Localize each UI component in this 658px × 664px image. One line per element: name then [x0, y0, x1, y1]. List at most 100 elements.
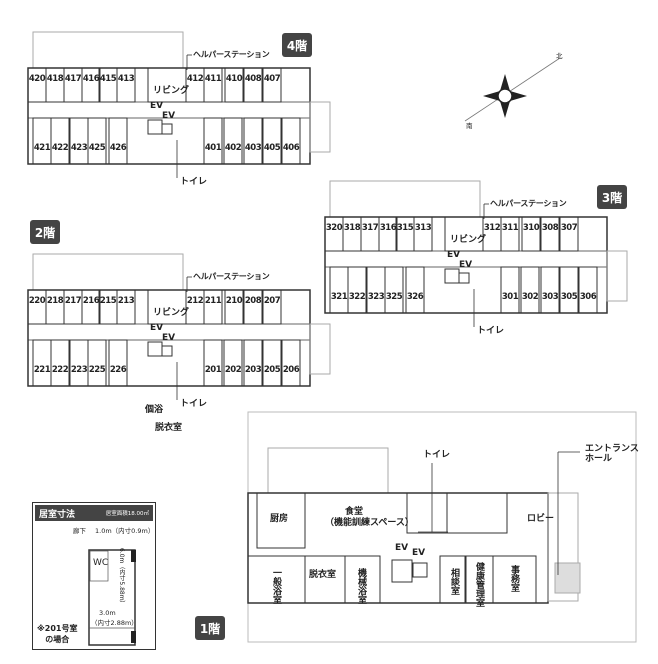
room — [223, 117, 243, 165]
elevator — [412, 562, 428, 578]
room — [108, 117, 128, 165]
room-number: 322 — [348, 292, 366, 302]
machine-bath — [344, 555, 381, 604]
dining-sub-label: （機能訓練スペース） — [325, 518, 414, 528]
room-number: 403 — [244, 143, 262, 153]
dressing-room-label: 脱衣室 — [309, 570, 337, 580]
living-label: リビング — [450, 235, 487, 245]
elevator — [458, 272, 470, 284]
room-number: 220 — [28, 296, 46, 306]
room — [243, 289, 263, 325]
room-number: 407 — [263, 74, 281, 84]
room — [116, 67, 136, 103]
entrance-hall-label: エントランス ホール — [585, 444, 639, 464]
room-number: 325 — [385, 292, 403, 302]
room-number: 215 — [99, 296, 117, 306]
room-outline — [88, 549, 136, 646]
room-number: 416 — [82, 74, 100, 84]
private-bath-label: 個浴 — [145, 405, 164, 415]
living-label: リビング — [153, 308, 190, 318]
room — [540, 266, 560, 314]
room-number: 207 — [263, 296, 281, 306]
room-number: 410 — [225, 74, 243, 84]
room — [262, 289, 282, 325]
room — [50, 117, 70, 165]
room — [50, 339, 70, 387]
toilet-label: トイレ — [180, 177, 208, 187]
south-label: 南 — [466, 122, 473, 130]
room — [262, 117, 282, 165]
room — [559, 266, 579, 314]
room-number: 202 — [224, 365, 242, 375]
floor-4-badge[interactable]: 4階 — [282, 33, 312, 57]
floor-2-badge[interactable]: 2階 — [30, 220, 60, 244]
room — [281, 339, 301, 387]
room — [223, 339, 243, 387]
room-number: 305 — [560, 292, 578, 302]
room-number: 401 — [204, 143, 222, 153]
general-bath-label: 一般浴室 — [271, 568, 281, 604]
room-number: 311 — [501, 223, 519, 233]
room — [262, 67, 282, 103]
floor-1-badge[interactable]: 1階 — [195, 616, 225, 640]
room-size-note: ※201号室 の場合 — [37, 624, 78, 644]
room-number: 212 — [186, 296, 204, 306]
room-number: 205 — [263, 365, 281, 375]
room — [87, 339, 107, 387]
room-number: 315 — [396, 223, 414, 233]
floor-3-badge[interactable]: 3階 — [597, 185, 627, 209]
room-number: 321 — [330, 292, 348, 302]
room — [81, 67, 101, 103]
room — [500, 216, 520, 252]
elevator-label: EV — [447, 250, 461, 260]
room — [559, 216, 579, 252]
room-number: 218 — [46, 296, 64, 306]
living-room — [147, 289, 187, 325]
room-number: 318 — [343, 223, 361, 233]
room — [521, 216, 541, 252]
room-area: 居室面積18.00㎡ — [105, 511, 149, 517]
north-label: 北 — [556, 52, 563, 60]
entrance-mat — [554, 562, 581, 594]
living-label: リビング — [153, 86, 190, 96]
room-number: 326 — [406, 292, 424, 302]
door-width: 1.0m（内寸0.9m） — [95, 527, 155, 535]
room-size-header: 居室寸法 居室面積18.00㎡ — [35, 505, 153, 521]
room — [224, 289, 244, 325]
room — [243, 67, 263, 103]
elevator-label: EV — [150, 101, 164, 111]
room — [203, 67, 223, 103]
machine-bath-label: 機械浴室 — [356, 568, 366, 604]
room-number: 201 — [204, 365, 222, 375]
elevator — [391, 559, 413, 583]
helper-station-label: ヘルパーステーション — [193, 272, 270, 281]
room — [281, 117, 301, 165]
room-number: 415 — [99, 74, 117, 84]
room-number: 323 — [367, 292, 385, 302]
office — [492, 555, 537, 604]
room-number: 226 — [109, 365, 127, 375]
room-number: 225 — [88, 365, 106, 375]
width-label: 3.0m — [99, 609, 116, 617]
utility-room — [446, 492, 508, 534]
room — [243, 339, 263, 387]
room-number: 303 — [541, 292, 559, 302]
room-number: 426 — [109, 143, 127, 153]
room — [378, 216, 398, 252]
toilet-label: トイレ — [423, 450, 451, 460]
room-number: 413 — [117, 74, 135, 84]
elevator — [161, 345, 173, 357]
room — [520, 266, 540, 314]
room — [262, 339, 282, 387]
room-number: 421 — [33, 143, 51, 153]
consult-room — [439, 555, 466, 604]
room — [243, 117, 263, 165]
helper-station-label: ヘルパーステーション — [490, 199, 567, 208]
toilet-label: トイレ — [477, 326, 505, 336]
room-number: 222 — [51, 365, 69, 375]
room-number: 307 — [560, 223, 578, 233]
wc-label: WC — [93, 558, 109, 568]
